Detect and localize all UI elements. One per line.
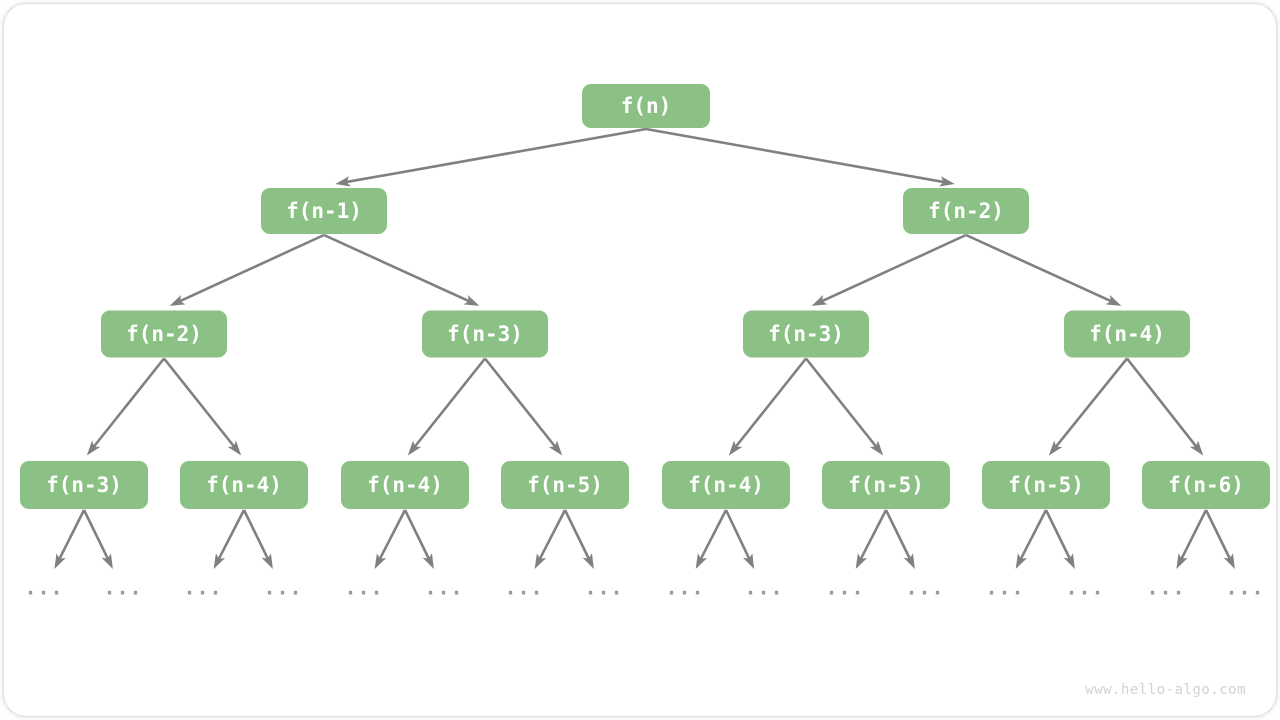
- tree-node-label: f(n-2): [928, 199, 1004, 223]
- tree-edge-stub: [54, 509, 86, 569]
- nodes-layer: f(n) f(n-1) f(n-2) f(n-2) f(n-3) f(n-3) f(n-4)…: [20, 84, 1270, 509]
- tree-edge: [335, 127, 647, 187]
- tree-edge-stub: [534, 509, 567, 569]
- ellipsis-label: ...: [344, 576, 383, 600]
- ellipsis-label: ...: [1225, 576, 1264, 600]
- tree-node[interactable]: f(n-6): [1142, 461, 1270, 509]
- ellipsis-label: ...: [584, 576, 623, 600]
- ellipsis-label: ...: [24, 576, 63, 600]
- tree-node-label: f(n-4): [1089, 322, 1165, 346]
- ellipsis-label: ...: [744, 576, 783, 600]
- tree-node[interactable]: f(n-3): [743, 310, 869, 358]
- tree-node[interactable]: f(n-4): [662, 461, 790, 509]
- tree-node[interactable]: f(n-4): [341, 461, 469, 509]
- recursion-tree-diagram: ........................................…: [20, 84, 1270, 698]
- watermark: www.hello-algo.com: [1085, 682, 1246, 698]
- tree-node-label: f(n-5): [848, 473, 924, 497]
- tree-node[interactable]: f(n-4): [180, 461, 308, 509]
- tree-node-label: f(n-1): [286, 199, 362, 223]
- ellipsis-label: ...: [1146, 576, 1185, 600]
- ellipsis-label: ...: [183, 576, 222, 600]
- tree-edge-stub: [1044, 509, 1075, 569]
- tree-node-label: f(n-5): [1008, 473, 1084, 497]
- tree-edge-stub: [884, 509, 915, 569]
- tree-edge-stub: [374, 509, 407, 569]
- tree-node[interactable]: f(n-5): [501, 461, 629, 509]
- tree-edge: [965, 233, 1122, 306]
- tree-edge-stub: [1015, 509, 1048, 569]
- tree-edge-stub: [1176, 509, 1208, 569]
- tree-edge: [169, 233, 325, 306]
- ellipsis-label: ...: [905, 576, 944, 600]
- tree-edge: [323, 233, 480, 306]
- tree-edge-stub: [242, 509, 273, 569]
- ellipsis-label: ...: [1065, 576, 1104, 600]
- tree-node[interactable]: f(n-1): [261, 188, 387, 234]
- tree-node-label: f(n-6): [1168, 473, 1244, 497]
- tree-edge: [483, 357, 563, 456]
- tree-edge-stub: [563, 509, 594, 569]
- figure-card: ........................................…: [4, 4, 1276, 716]
- tree-node-label: f(n-3): [768, 322, 844, 346]
- tree-node[interactable]: f(n-3): [20, 461, 148, 509]
- tree-node[interactable]: f(n-2): [101, 310, 227, 358]
- tree-node-label: f(n-3): [447, 322, 523, 346]
- ellipsis-label: ...: [665, 576, 704, 600]
- tree-node[interactable]: f(n-2): [903, 188, 1029, 234]
- tree-edge: [407, 357, 487, 456]
- tree-edge: [811, 233, 967, 306]
- tree-edge: [1048, 357, 1129, 456]
- tree-edge: [645, 127, 955, 187]
- tree-edge-stub: [403, 509, 434, 569]
- tree-node-label: f(n): [621, 94, 672, 118]
- tree-node[interactable]: f(n-5): [982, 461, 1110, 509]
- tree-edge: [162, 357, 242, 456]
- tree-edge-stub: [724, 509, 755, 569]
- tree-node-label: f(n-5): [527, 473, 603, 497]
- ellipsis-label: ...: [825, 576, 864, 600]
- tree-edge: [1125, 357, 1204, 456]
- tree-node-label: f(n-4): [688, 473, 764, 497]
- ellipsis-label: ...: [263, 576, 302, 600]
- tree-node-label: f(n-4): [206, 473, 282, 497]
- ellipsis-label: ...: [504, 576, 543, 600]
- tree-node[interactable]: f(n-5): [822, 461, 950, 509]
- tree-edge-stub: [213, 509, 246, 569]
- tree-node[interactable]: f(n-3): [422, 310, 548, 358]
- tree-node-label: f(n-4): [367, 473, 443, 497]
- tree-edge: [804, 357, 884, 456]
- tree-edge-stub: [82, 509, 113, 569]
- tree-node-label: f(n-2): [126, 322, 202, 346]
- ellipsis-label: ...: [424, 576, 463, 600]
- tree-node[interactable]: f(n): [582, 84, 710, 128]
- tree-edge-stub: [855, 509, 888, 569]
- tree-edge: [86, 357, 166, 456]
- tree-node-label: f(n-3): [46, 473, 122, 497]
- edges-layer: [54, 127, 1235, 569]
- ellipsis-layer: ........................................…: [24, 576, 1264, 600]
- tree-edge-stub: [1204, 509, 1235, 569]
- tree-edge-stub: [695, 509, 728, 569]
- tree-edge: [728, 357, 808, 456]
- ellipsis-label: ...: [103, 576, 142, 600]
- tree-node[interactable]: f(n-4): [1064, 310, 1190, 358]
- ellipsis-label: ...: [985, 576, 1024, 600]
